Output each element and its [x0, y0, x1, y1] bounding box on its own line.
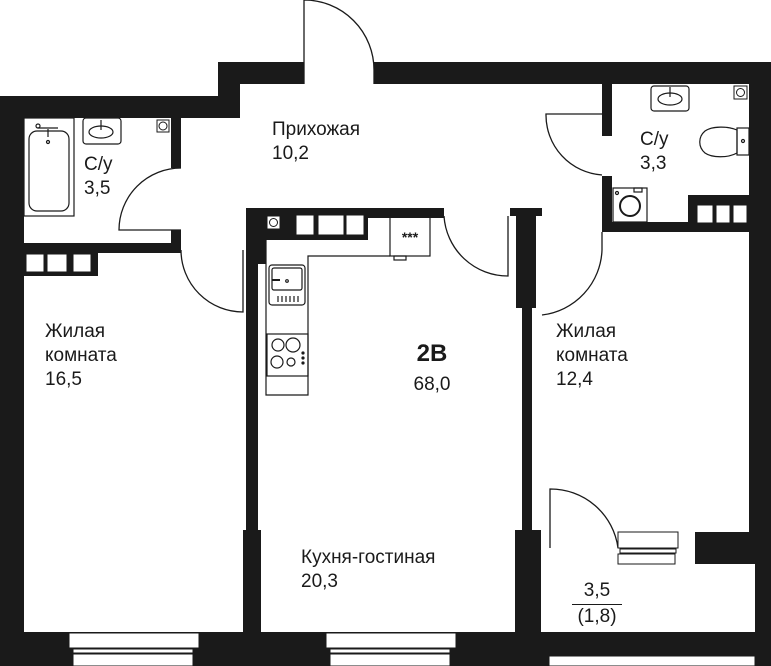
bathtub-icon: [23, 117, 75, 217]
room-name: Кухня-гостиная: [301, 547, 436, 568]
room-label-living-left: Жилая комната 16,5: [45, 320, 117, 392]
room-name: С/у: [84, 154, 113, 175]
room-label-bathroom-left: С/у 3,5: [84, 153, 113, 201]
room-name-line1: Жилая: [45, 321, 106, 342]
left-room-door: [180, 249, 244, 313]
kitchen-sink-icon: [268, 264, 306, 306]
room-area: 20,3: [301, 571, 338, 592]
room-name: Прихожая: [272, 119, 361, 140]
balcony-area-reduced: (1,8): [577, 606, 617, 627]
bathroom-sink-right-icon: [650, 85, 690, 112]
walls: [0, 62, 771, 666]
room-label-hallway: Прихожая 10,2: [272, 118, 360, 166]
right-bathroom-door: [545, 113, 603, 176]
riser-pipes: [156, 85, 748, 230]
doors: [118, 0, 619, 549]
total-area: 68,0: [413, 374, 451, 395]
room-area: 16,5: [45, 369, 82, 390]
stove-icon: [266, 333, 309, 377]
fridge-icon: ***: [402, 229, 419, 245]
bathroom-sink-left-icon: [82, 117, 122, 145]
vent-shafts: [25, 204, 748, 273]
washing-machine-icon: [612, 187, 648, 223]
room-label-kitchen-living: Кухня-гостиная 20,3: [301, 546, 435, 594]
room-name-line2: комната: [45, 345, 117, 366]
entrance-door: [303, 0, 375, 84]
balcony-label: 3,5 (1,8): [572, 580, 622, 629]
room-area: 3,3: [640, 153, 667, 174]
room-area: 12,4: [556, 369, 593, 390]
room-name-line1: Жилая: [556, 321, 617, 342]
right-room-door: [541, 232, 603, 316]
balcony-area: 3,5: [572, 580, 622, 605]
room-label-bathroom-right: С/у 3,3: [640, 128, 669, 176]
room-label-living-right: Жилая комната 12,4: [556, 320, 628, 392]
left-bathroom-door: [118, 167, 182, 231]
apartment-type: 2В: [416, 340, 448, 367]
windows: [68, 531, 756, 666]
room-name: С/у: [640, 129, 669, 150]
svg-text:***: ***: [402, 229, 419, 245]
room-name-line2: комната: [556, 345, 628, 366]
balcony-door: [549, 488, 619, 549]
room-area: 3,5: [84, 178, 111, 199]
toilet-icon: [699, 126, 750, 158]
kitchen-door: [443, 215, 509, 277]
room-area: 10,2: [272, 143, 309, 164]
kitchen-counter: [265, 215, 431, 396]
